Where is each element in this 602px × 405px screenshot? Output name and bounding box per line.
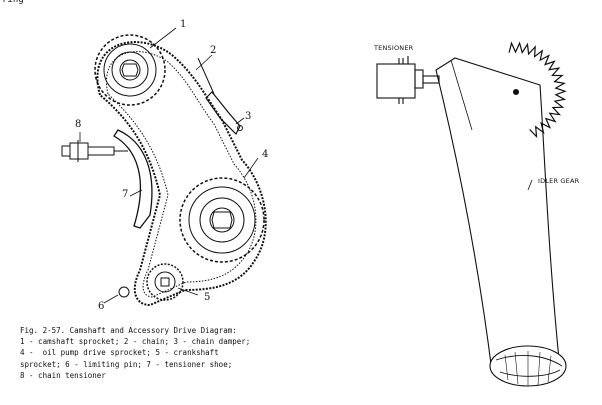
callout-6: 6 xyxy=(98,301,105,312)
caption-line: 8 - chain tensioner xyxy=(20,370,106,380)
callout-3: 3 xyxy=(245,111,252,122)
timing-chain xyxy=(96,41,267,307)
callout-4: 4 xyxy=(262,149,269,160)
tensioner-shoe xyxy=(113,129,153,229)
callout-5: 5 xyxy=(204,292,211,303)
caption-line: 4 - oil pump drive sprocket; 5 - cranksh… xyxy=(20,348,219,358)
idler-label-leader xyxy=(527,179,533,191)
caption-line: Fig. 2-57. Camshaft and Accessory Drive … xyxy=(20,326,237,335)
tensioner-sketch xyxy=(376,41,567,387)
tensioner-label: TENSIONER xyxy=(374,44,414,52)
chain-damper xyxy=(197,57,243,136)
idler-gear xyxy=(508,41,567,139)
callout-1: 1 xyxy=(180,19,187,30)
figure-caption: Fig. 2-57. Camshaft and Accessory Drive … xyxy=(20,325,360,381)
crankshaft-sprocket xyxy=(146,263,184,301)
tensioner-body xyxy=(376,56,440,104)
callout-2: 2 xyxy=(210,45,217,56)
chain-tensioner xyxy=(61,140,128,162)
idler-gear-label: IDLER GEAR xyxy=(538,177,580,185)
bottom-pulley xyxy=(489,345,567,387)
limiting-pin xyxy=(118,286,130,298)
chain-arm xyxy=(435,57,561,373)
idler-gear-hub xyxy=(512,88,520,96)
oil-pump-drive-sprocket xyxy=(179,177,265,263)
top-cutoff-text: ring xyxy=(2,0,24,5)
callout-7: 7 xyxy=(122,189,129,200)
camshaft-sprocket xyxy=(94,34,166,106)
timing-chain-inner xyxy=(106,51,257,298)
callout-8: 8 xyxy=(75,119,82,130)
caption-line: 1 - camshaft sprocket; 2 - chain; 3 - ch… xyxy=(20,337,251,347)
timing-chain-diagram xyxy=(61,27,267,307)
caption-line: sprocket; 6 - limiting pin; 7 - tensione… xyxy=(20,359,233,369)
callout-leaders xyxy=(79,27,259,304)
